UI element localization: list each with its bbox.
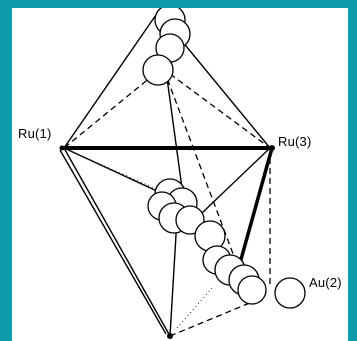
edge-left-bottom <box>63 147 171 337</box>
dash-top-ru3 <box>161 67 271 149</box>
vertex-ru1 <box>59 145 65 151</box>
atom <box>237 275 267 305</box>
vertex-ru3 <box>269 145 275 151</box>
top-atom-stack <box>142 8 191 86</box>
edge-left-bottom-2 <box>59 149 167 335</box>
cluster-diagram <box>59 8 306 339</box>
heavy-edges <box>62 146 274 264</box>
atom-chain <box>147 178 306 309</box>
dashed-edges <box>63 67 271 337</box>
atom <box>142 54 174 86</box>
dash-top-ru1 <box>63 67 163 149</box>
dotted-edges <box>63 147 213 329</box>
label-ru1: Ru(1) <box>18 126 52 141</box>
label-au2: Au(2) <box>309 275 342 290</box>
edge-center-bottom <box>169 217 178 337</box>
vertices <box>59 145 275 339</box>
bond-ru3-bottom <box>238 147 274 264</box>
label-ru3: Ru(3) <box>278 134 312 149</box>
dash-bottom-right <box>169 299 258 337</box>
edge-right-center <box>201 147 271 214</box>
edge-top-left <box>63 11 159 149</box>
figure-panel: Ru(1) Ru(3) Au(2) <box>12 8 348 341</box>
edge-left-center <box>63 147 173 199</box>
atom-au2 <box>274 277 306 309</box>
atom <box>175 205 205 235</box>
dash-top-down <box>163 69 245 284</box>
dot-edge-2 <box>176 287 213 329</box>
vertex-bottom <box>167 333 173 339</box>
